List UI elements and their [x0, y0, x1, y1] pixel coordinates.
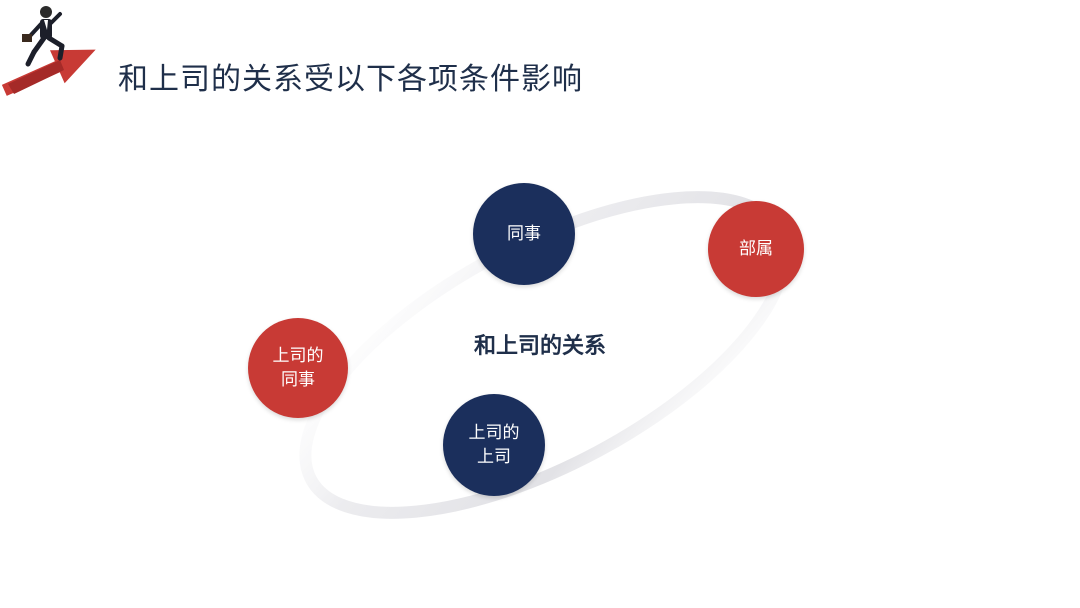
node-boss-boss-label: 上司的 上司 — [468, 423, 520, 467]
running-businessman-arrow-icon — [1, 6, 96, 96]
center-label: 和上司的关系 — [473, 333, 606, 359]
node-boss-colleague-label: 上司的 同事 — [272, 346, 324, 390]
node-colleague: 同事 — [473, 183, 575, 285]
node-subordinate: 部属 — [708, 201, 804, 297]
node-colleague-label: 同事 — [507, 224, 541, 244]
page-title: 和上司的关系受以下各项条件影响 — [118, 62, 583, 97]
node-subordinate-label: 部属 — [739, 239, 773, 259]
node-boss-boss: 上司的 上司 — [443, 394, 545, 496]
node-boss-colleague: 上司的 同事 — [248, 318, 348, 418]
